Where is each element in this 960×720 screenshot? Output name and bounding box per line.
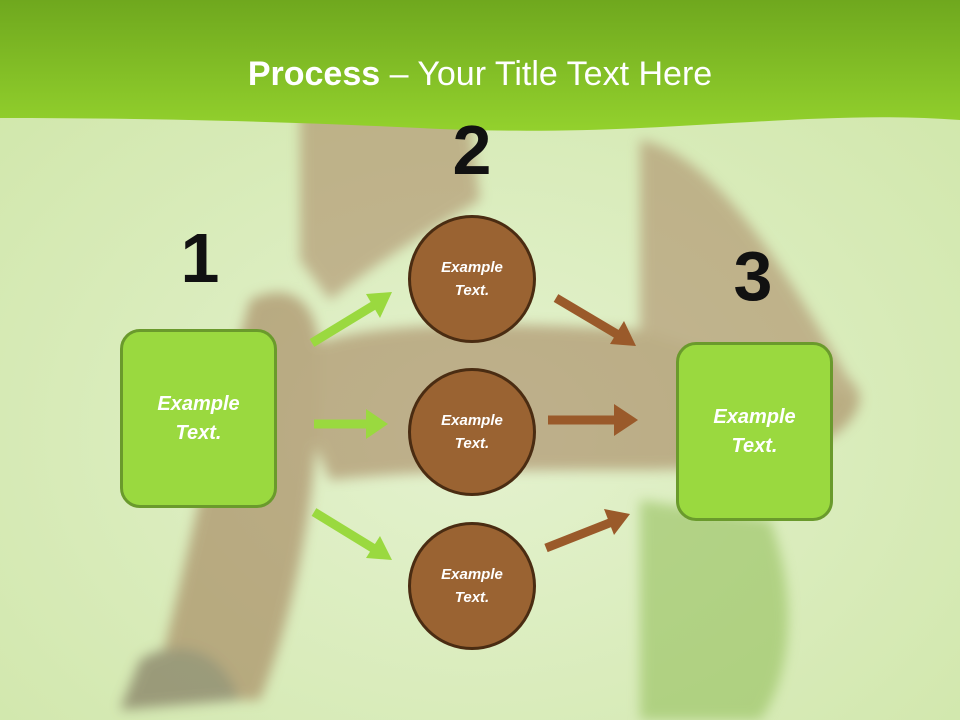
- end-box-line2: Text.: [731, 434, 778, 457]
- step-number-2: 2: [452, 111, 492, 189]
- arrow-brown-up: [544, 509, 630, 553]
- circle-bottom-line2: Text.: [454, 589, 490, 606]
- step-number-1: 1: [180, 219, 220, 297]
- circle-top-line2: Text.: [454, 282, 490, 299]
- circle-bottom: Example Text.: [408, 522, 536, 650]
- slide-title: Process – Your Title Text Here: [0, 52, 960, 96]
- circle-bottom-line1: Example: [441, 566, 503, 583]
- arrow-green-up: [309, 292, 392, 347]
- end-box-line1: Example: [713, 405, 796, 428]
- circle-top: Example Text.: [408, 215, 536, 343]
- circle-middle: Example Text.: [408, 368, 536, 496]
- start-box-line1: Example: [157, 392, 240, 415]
- arrow-green-straight: [314, 409, 388, 439]
- title-rest: – Your Title Text Here: [380, 55, 713, 93]
- circle-middle-line1: Example: [441, 412, 503, 429]
- step-number-3: 3: [733, 237, 773, 315]
- circle-top-line1: Example: [441, 259, 503, 276]
- header-wave: [0, 0, 960, 131]
- end-box: Example Text.: [676, 342, 833, 521]
- arrow-brown-straight: [548, 404, 638, 436]
- circle-middle-line2: Text.: [454, 435, 490, 452]
- title-bold: Process: [247, 55, 381, 93]
- arrow-green-down: [311, 508, 392, 560]
- start-box-line2: Text.: [175, 421, 222, 444]
- arrow-brown-down: [553, 294, 636, 346]
- start-box: Example Text.: [120, 329, 277, 508]
